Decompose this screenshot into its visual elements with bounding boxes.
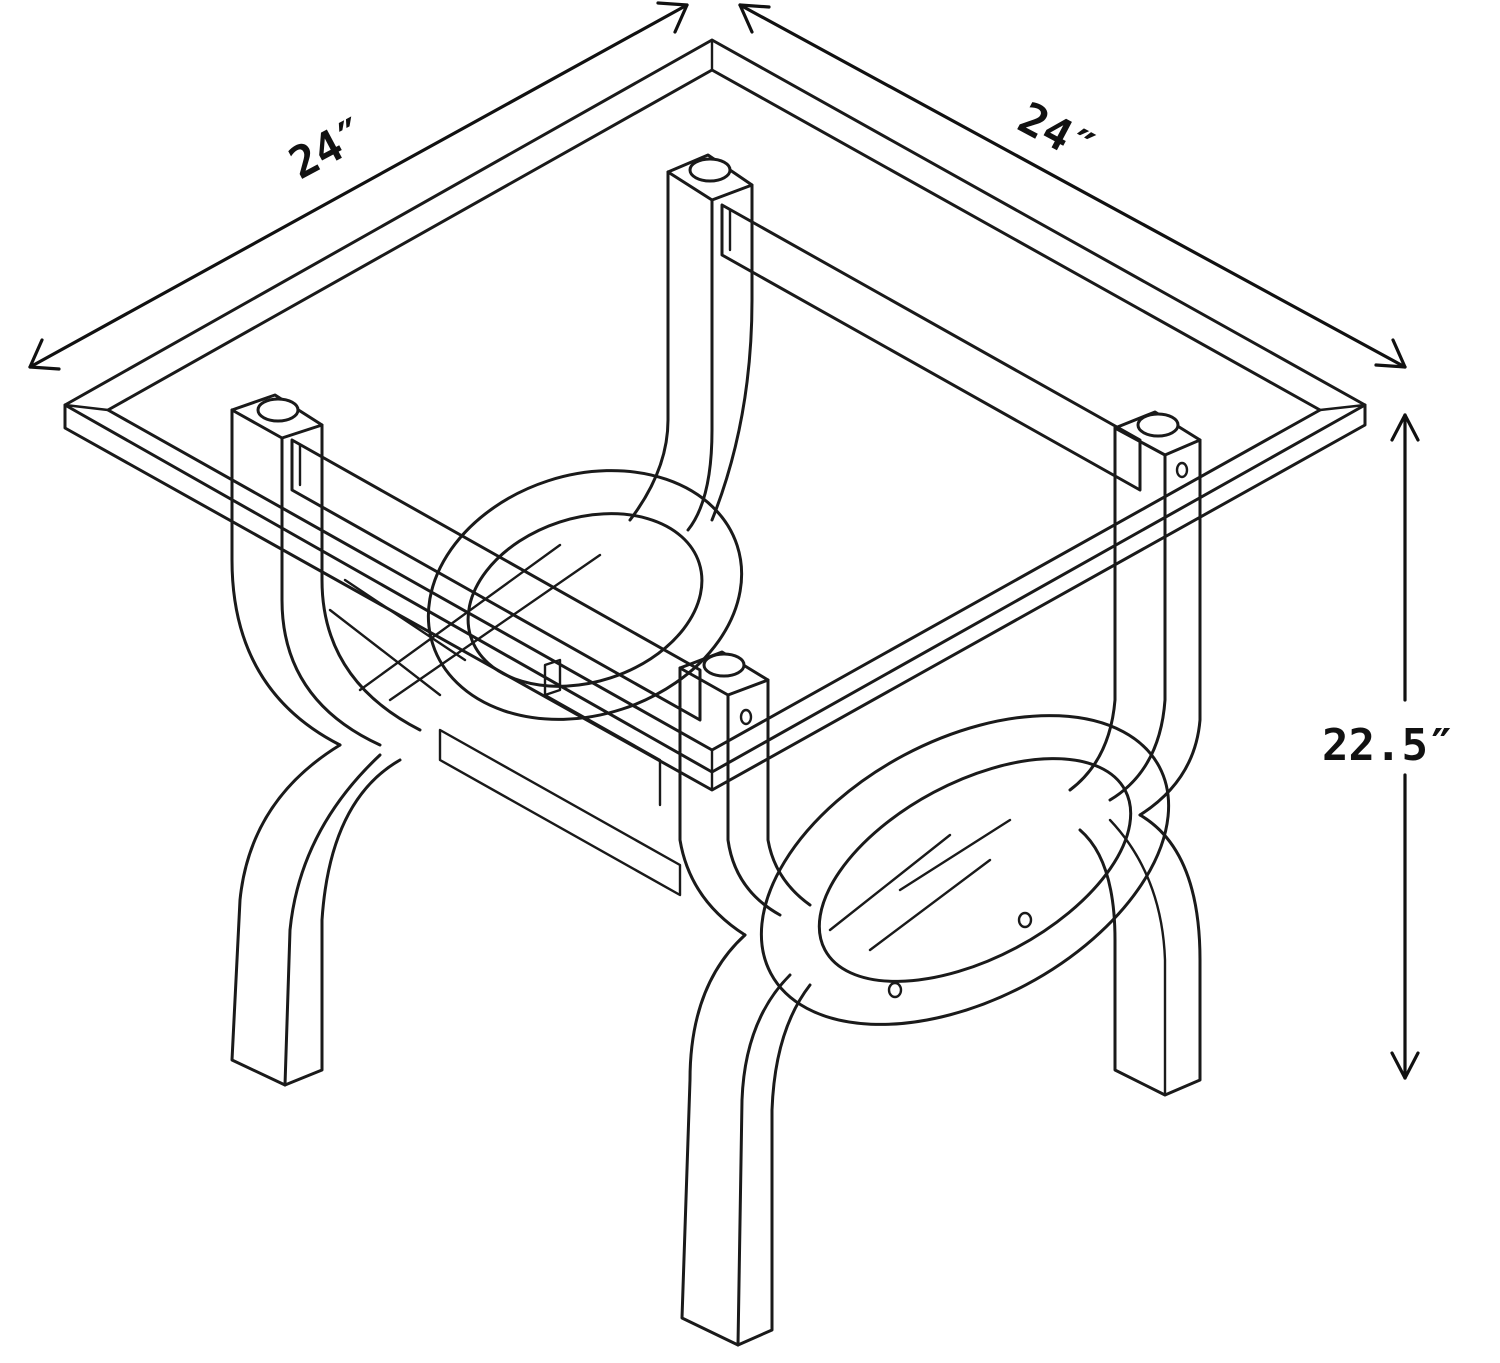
right-leg-screw-icon — [1175, 461, 1189, 479]
front-ring-screw-icon — [1017, 911, 1033, 929]
front-leg-cap-icon — [702, 652, 746, 678]
table-top — [63, 38, 1367, 792]
left-leg — [230, 393, 422, 1087]
width-label: 24″ — [281, 107, 375, 189]
depth-dimension-arrow — [738, 3, 1407, 369]
height-dimension-arrow — [1390, 413, 1420, 1080]
left-ring — [328, 469, 744, 721]
front-ring — [759, 714, 1171, 1026]
back-leg — [628, 153, 754, 532]
right-leg-cap-icon — [1136, 412, 1180, 438]
front-leg — [678, 650, 812, 1347]
left-leg-cap-icon — [256, 397, 300, 423]
height-label: 22.5″ — [1322, 720, 1454, 771]
depth-label: 24″ — [1010, 93, 1104, 175]
front-leg-screw-icon — [739, 708, 753, 726]
right-apron — [720, 203, 1142, 492]
front-ring-screw-icon — [887, 981, 903, 999]
back-leg-cap-icon — [688, 157, 732, 183]
width-dimension-arrow — [28, 1, 689, 371]
